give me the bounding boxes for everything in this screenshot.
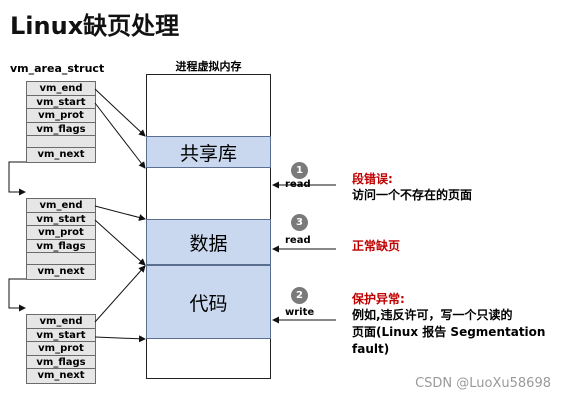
vma-field-gap bbox=[27, 253, 95, 265]
page-title: Linux缺页处理 bbox=[10, 12, 180, 40]
vm-next-link-2 bbox=[8, 278, 26, 312]
region-code: 代码 bbox=[146, 265, 271, 339]
fault-op-label: read bbox=[285, 235, 311, 246]
vma-field-vm-prot: vm_prot bbox=[27, 109, 95, 123]
pointer-vm-end-1 bbox=[94, 88, 146, 137]
memory-title: 进程虚拟内存 bbox=[175, 60, 242, 73]
vma-field-vm-end: vm_end bbox=[27, 82, 95, 96]
pointer-vm-end-2 bbox=[94, 205, 146, 221]
fault-description-line-2: 页面(Linux 报告 Segmentation bbox=[352, 325, 546, 339]
vm-area-struct-label: vm_area_struct bbox=[10, 62, 105, 75]
vma-field-vm-prot: vm_prot bbox=[27, 226, 95, 240]
vma-block-3: vm_end vm_start vm_prot vm_flags vm_next bbox=[26, 314, 96, 384]
vma-field-vm-next: vm_next bbox=[37, 149, 85, 160]
fault-type-label: 正常缺页 bbox=[352, 239, 401, 253]
pointer-vm-start-1 bbox=[94, 102, 146, 169]
fault-description-line-1: 例如,违反许可，写一个只读的 bbox=[352, 308, 513, 322]
fault-number-badge: 3 bbox=[291, 214, 308, 231]
pointer-vm-start-2 bbox=[94, 219, 146, 266]
vma-field-vm-prot: vm_prot bbox=[27, 342, 95, 356]
vma-field-vm-flags: vm_flags bbox=[27, 123, 95, 136]
fault-description-line-3: fault) bbox=[352, 342, 390, 356]
watermark: CSDN @LuoXu58698 bbox=[415, 376, 551, 391]
vma-field-vm-start: vm_start bbox=[27, 329, 95, 342]
fault-op-label: read bbox=[285, 179, 311, 190]
vma-field-vm-next: vm_next bbox=[37, 266, 85, 277]
fault-number-badge: 2 bbox=[291, 287, 308, 304]
vma-field-vm-end: vm_end bbox=[27, 199, 95, 213]
vma-field-vm-flags: vm_flags bbox=[27, 356, 95, 369]
vma-field-vm-flags: vm_flags bbox=[27, 240, 95, 253]
fault-op-label: write bbox=[285, 307, 315, 318]
fault-number-badge: 1 bbox=[291, 162, 308, 179]
vma-field-vm-end: vm_end bbox=[27, 315, 95, 329]
fault-type-label: 保护异常: bbox=[352, 292, 405, 306]
vma-block-2: vm_end vm_start vm_prot vm_flags vm_next bbox=[26, 198, 96, 280]
region-data: 数据 bbox=[146, 219, 271, 265]
vma-block-1: vm_end vm_start vm_prot vm_flags vm_next bbox=[26, 81, 96, 163]
fault-description: 访问一个不存在的页面 bbox=[352, 188, 473, 202]
vma-field-vm-next: vm_next bbox=[37, 370, 85, 381]
vma-field-gap bbox=[27, 136, 95, 148]
vma-field-vm-start: vm_start bbox=[27, 96, 95, 109]
fault-type-label: 段错误: bbox=[352, 172, 393, 186]
region-shared-library: 共享库 bbox=[146, 136, 271, 168]
vma-field-vm-start: vm_start bbox=[27, 213, 95, 226]
vm-next-link-1 bbox=[8, 161, 26, 196]
pointer-vm-start-3 bbox=[94, 335, 146, 343]
pointer-vm-end-3 bbox=[94, 265, 146, 323]
